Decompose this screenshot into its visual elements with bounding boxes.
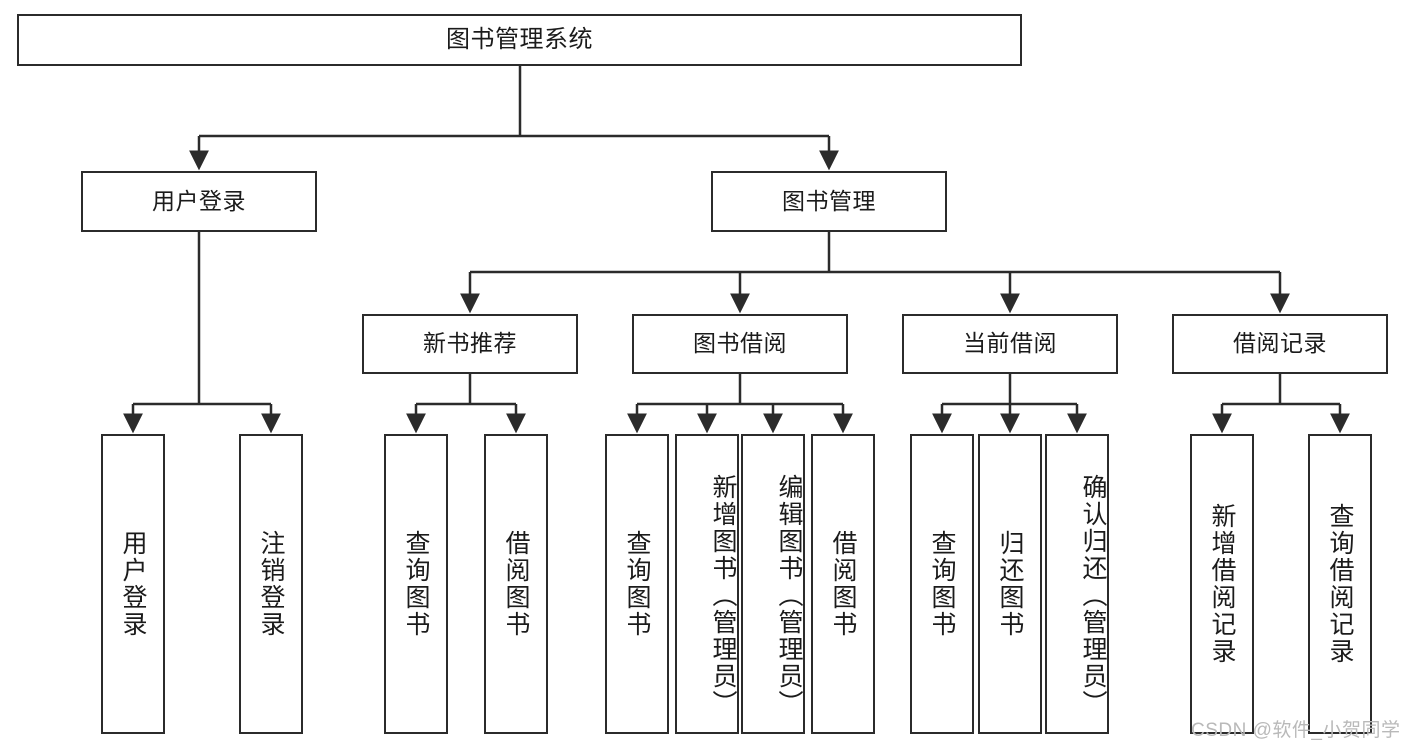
- node-label: 用户登录: [152, 187, 246, 214]
- leaf-current-confirm-return[interactable]: 确认归还（管理员）: [1045, 434, 1109, 734]
- node-label: 借阅图书: [502, 530, 530, 638]
- node-label: 编辑图书（管理员）: [775, 473, 803, 717]
- node-label: 新增图书（管理员）: [709, 473, 737, 717]
- leaf-borrow-borrow-book[interactable]: 借阅图书: [811, 434, 875, 734]
- leaf-borrow-edit-book[interactable]: 编辑图书（管理员）: [741, 434, 805, 734]
- node-user-login[interactable]: 用户登录: [81, 171, 317, 232]
- node-label: 当前借阅: [963, 330, 1057, 357]
- node-current-borrow[interactable]: 当前借阅: [902, 314, 1118, 374]
- watermark-csdn: CSDN @软件_小贺同学: [1191, 715, 1400, 742]
- leaf-user-logout[interactable]: 注销登录: [239, 434, 303, 734]
- leaf-recommend-query-book[interactable]: 查询图书: [384, 434, 448, 734]
- node-label: 注销登录: [257, 530, 285, 638]
- leaf-current-return-book[interactable]: 归还图书: [978, 434, 1042, 734]
- node-label: 用户登录: [119, 530, 147, 638]
- leaf-borrow-add-book[interactable]: 新增图书（管理员）: [675, 434, 739, 734]
- node-label: 查询借阅记录: [1326, 503, 1354, 665]
- node-label: 图书借阅: [693, 330, 787, 357]
- node-label: 新增借阅记录: [1208, 503, 1236, 665]
- leaf-recommend-borrow-book[interactable]: 借阅图书: [484, 434, 548, 734]
- node-label: 查询图书: [402, 530, 430, 638]
- node-label: 借阅记录: [1233, 330, 1327, 357]
- node-label: 图书管理: [782, 187, 876, 214]
- node-label: 确认归还（管理员）: [1079, 473, 1107, 717]
- leaf-borrow-query-book[interactable]: 查询图书: [605, 434, 669, 734]
- node-book-borrow[interactable]: 图书借阅: [632, 314, 848, 374]
- node-new-book-recommend[interactable]: 新书推荐: [362, 314, 578, 374]
- node-label: 借阅图书: [829, 530, 857, 638]
- node-label: 新书推荐: [423, 330, 517, 357]
- node-borrow-record[interactable]: 借阅记录: [1172, 314, 1388, 374]
- node-book-management[interactable]: 图书管理: [711, 171, 947, 232]
- node-label: 查询图书: [623, 530, 651, 638]
- watermark-text: CSDN @软件_小贺同学: [1191, 720, 1401, 741]
- leaf-record-add-record[interactable]: 新增借阅记录: [1190, 434, 1254, 734]
- leaf-record-query-record[interactable]: 查询借阅记录: [1308, 434, 1372, 734]
- node-label: 查询图书: [928, 530, 956, 638]
- node-root-system[interactable]: 图书管理系统: [17, 14, 1022, 66]
- node-label: 图书管理系统: [446, 25, 593, 53]
- leaf-user-login[interactable]: 用户登录: [101, 434, 165, 734]
- leaf-current-query-book[interactable]: 查询图书: [910, 434, 974, 734]
- node-label: 归还图书: [996, 530, 1024, 638]
